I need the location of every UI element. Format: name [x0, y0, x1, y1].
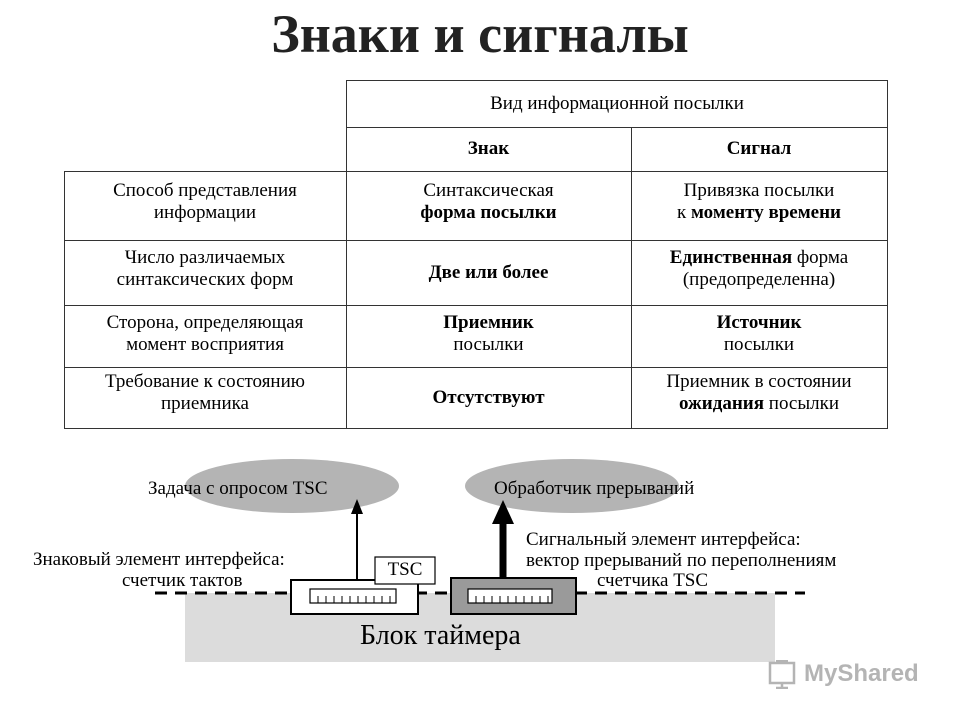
interrupt-ticks: [475, 596, 549, 603]
cell-line: Приемник: [443, 312, 534, 333]
signal-cell: Привязка посылки к моменту времени: [631, 171, 887, 240]
tsc-label: TSC: [387, 559, 423, 580]
cell-line: Приемник в состоянии: [666, 371, 852, 392]
poll-arrowhead: [351, 499, 363, 514]
cell-text-bold: Единственная: [669, 247, 793, 268]
watermark-text: MyShared: [804, 660, 919, 687]
row-label-line: Требование к состоянию: [105, 371, 305, 392]
signal-cell: Единственная форма (предопределенна): [631, 240, 887, 305]
cell-text: посылки: [764, 393, 840, 414]
row-label-line: приемника: [160, 393, 249, 414]
sign-cell: Отсутствуют: [346, 367, 631, 428]
row-label: Число различаемых синтаксических форм: [64, 240, 346, 305]
signal-element-line-1: Сигнальный элемент интерфейса:: [526, 529, 801, 550]
counter-register: [309, 588, 397, 604]
tsc-label-box: [374, 556, 436, 585]
cell-line: ожидания посылки: [679, 393, 839, 415]
table-line: [346, 80, 888, 81]
cell-line: посылки: [723, 334, 795, 355]
cell-line: Привязка посылки: [683, 180, 835, 201]
cell-line: форма посылки: [420, 202, 557, 223]
sign-cell: Приемник посылки: [346, 305, 631, 367]
sign-element-line-1: Знаковый элемент интерфейса:: [33, 549, 285, 570]
cell-line: Синтаксическая: [423, 180, 554, 201]
cell-line: (предопределенна): [682, 269, 836, 290]
row-label: Сторона, определяющая момент восприятия: [64, 305, 346, 367]
cell-text-bold: моменту времени: [690, 202, 841, 223]
row-label: Способ представления информации: [64, 171, 346, 240]
cell-line: Отсутствуют: [432, 386, 545, 408]
cell-text: форма: [792, 247, 849, 268]
counter-ticks: [317, 596, 391, 603]
presentation-icon: [768, 660, 796, 689]
row-label: Требование к состоянию приемника: [64, 367, 346, 428]
column-header-sign: Знак: [467, 138, 510, 159]
row-label-line: Способ представления: [113, 180, 297, 201]
sign-cell: Две или более: [346, 240, 631, 305]
table-line: [64, 367, 888, 368]
table-line: [346, 80, 347, 429]
interrupt-arrowhead: [492, 500, 514, 524]
table-line: [64, 305, 888, 306]
signal-element-line-2: вектор прерываний по переполнениям: [526, 550, 837, 571]
task-ellipse: [185, 459, 399, 513]
interrupt-handler-label: Обработчик прерываний: [494, 478, 695, 499]
table-line: [631, 127, 632, 429]
table-line: [64, 171, 888, 172]
signal-element-line-3: счетчика TSC: [597, 570, 709, 591]
cell-line: посылки: [453, 334, 524, 355]
sign-cell: Синтаксическая форма посылки: [346, 171, 631, 240]
table-line: [64, 171, 65, 429]
table-line: [64, 240, 888, 241]
signal-cell: Источник посылки: [631, 305, 887, 367]
sign-element-line-2: счетчик тактов: [122, 570, 243, 591]
task-polling-label: Задача с опросом TSC: [148, 478, 328, 499]
cell-text-bold: ожидания: [678, 393, 765, 414]
table-header-type: Вид информационной посылки: [490, 92, 744, 114]
handler-ellipse: [465, 459, 679, 513]
table-line: [64, 428, 888, 429]
row-label-line: момент восприятия: [126, 334, 284, 355]
row-label-line: Сторона, определяющая: [106, 312, 304, 333]
table-line: [346, 127, 888, 128]
timer-block-label: Блок таймера: [360, 620, 521, 651]
column-header-signal: Сигнал: [726, 138, 792, 159]
cell-line: к моменту времени: [677, 202, 841, 224]
row-label-line: информации: [153, 202, 257, 223]
cell-line: Источник: [716, 312, 802, 333]
table-line: [887, 80, 888, 429]
watermark: MyShared: [768, 656, 938, 692]
interrupt-register: [467, 588, 553, 604]
cell-line: Две или более: [428, 261, 549, 283]
signal-cell: Приемник в состоянии ожидания посылки: [631, 367, 887, 428]
row-label-line: синтаксических форм: [116, 269, 294, 290]
cell-line: Единственная форма: [670, 247, 848, 269]
row-label-line: Число различаемых: [124, 247, 286, 268]
cell-text: к: [677, 202, 691, 223]
slide-title: Знаки и сигналы: [271, 4, 689, 64]
